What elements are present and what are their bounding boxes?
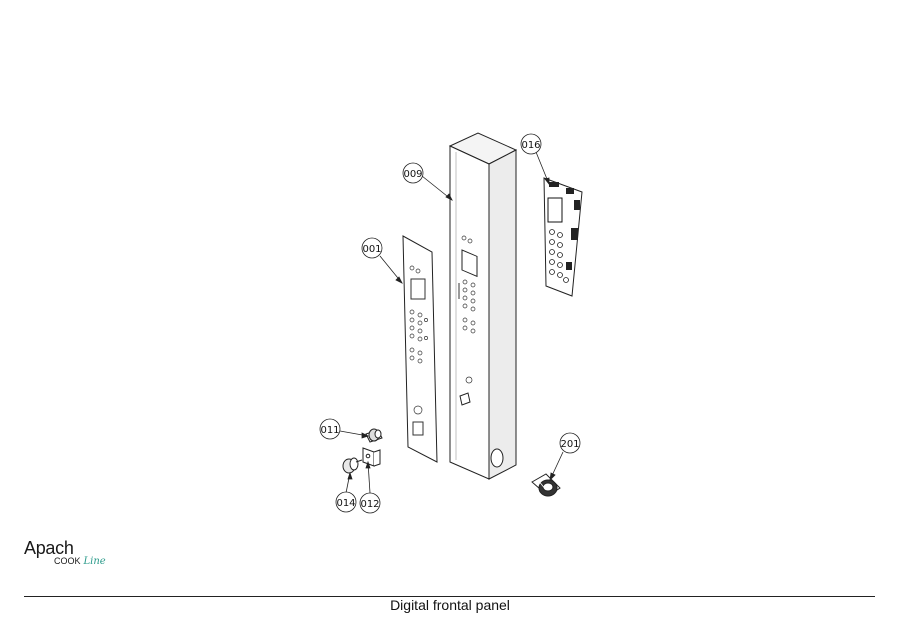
callout-201: 201 [559, 432, 581, 454]
callout-009: 009 [402, 162, 424, 184]
front-panel-housing [448, 132, 518, 480]
callout-011: 011 [319, 418, 341, 440]
callout-016: 016 [520, 133, 542, 155]
svg-text:001: 001 [362, 244, 381, 255]
svg-text:016: 016 [521, 140, 540, 151]
bracket-part-012 [362, 447, 381, 467]
svg-text:014: 014 [336, 498, 355, 509]
svg-text:012: 012 [360, 499, 379, 510]
footer-divider [24, 596, 875, 597]
svg-text:009: 009 [403, 169, 422, 180]
leader-lines [339, 151, 564, 494]
callout-014: 014 [335, 491, 357, 513]
door-switch-part-201 [531, 473, 561, 497]
svg-text:011: 011 [320, 425, 339, 436]
page-caption: Digital frontal panel [390, 597, 510, 613]
svg-text:201: 201 [560, 439, 579, 450]
brand-name: Apach [24, 538, 74, 558]
switch-part-011 [365, 428, 383, 443]
front-overlay-sticker [402, 235, 438, 463]
callout-001: 001 [361, 237, 383, 259]
control-pcb-board [543, 177, 583, 297]
brand-line2: Line [83, 556, 106, 567]
callout-012: 012 [359, 492, 381, 514]
brand-line1: COOK [54, 556, 81, 566]
knob-part-014 [342, 457, 363, 474]
